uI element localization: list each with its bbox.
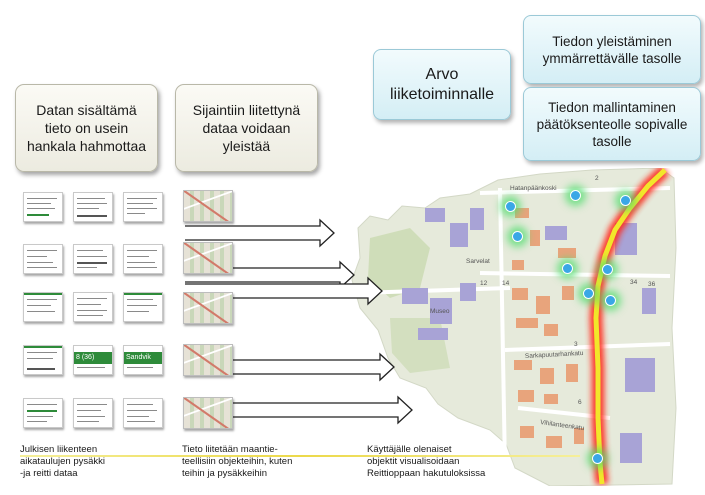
flow-arrow xyxy=(185,218,335,248)
map-label-street2: Sarkapuutarhankatu xyxy=(525,350,584,360)
timetable-thumbnail xyxy=(123,398,163,428)
map-label-street1: Hatanpäänkoski xyxy=(510,185,557,192)
caption-transit-data: Julkisen liikenteen aikataulujen pysäkki… xyxy=(20,444,106,479)
stop-name-tag: Sandvik xyxy=(124,352,162,364)
box-generalize-text: Tiedon yleistäminen ymmärrettävälle taso… xyxy=(542,33,682,66)
timetable-thumbnail xyxy=(23,244,63,274)
box-data-hard-to-perceive: Datan sisältämä tieto on usein hankala h… xyxy=(15,84,158,172)
map-stop-marker xyxy=(505,201,516,212)
timetable-thumbnail xyxy=(123,244,163,274)
map-stop-marker xyxy=(592,453,603,464)
box-business-value-text: Arvo liiketoiminnalle xyxy=(389,65,495,103)
box-location-data: Sijaintiin liitettynä dataa voidaan ylei… xyxy=(175,84,318,172)
map-thumbnail xyxy=(183,190,233,222)
box-location-text: Sijaintiin liitettynä dataa voidaan ylei… xyxy=(192,102,301,154)
map-green-area xyxy=(368,228,430,298)
caption-linking: Tieto liitetään maantie- teellisiin obje… xyxy=(182,444,293,479)
map-stop-marker xyxy=(570,190,581,201)
box-modeling-text: Tiedon mallintaminen päätöksenteolle sop… xyxy=(536,99,688,149)
map-label-num1: 12 xyxy=(480,280,488,287)
map-stop-marker xyxy=(562,263,573,274)
map-buildings-orange xyxy=(512,208,584,448)
map-stop-marker xyxy=(512,231,523,242)
timetable-thumbnail xyxy=(23,192,63,222)
map-thumbnail xyxy=(183,292,233,324)
box-modeling: Tiedon mallintaminen päätöksenteolle sop… xyxy=(523,87,701,161)
timetable-thumbnail xyxy=(123,192,163,222)
map-label-place2: Museo xyxy=(430,308,450,315)
timetable-thumbnail xyxy=(73,398,113,428)
map-label-num2: 14 xyxy=(502,280,510,287)
map-thumbnail xyxy=(183,242,233,274)
map-stop-marker xyxy=(620,195,631,206)
flow-arrow xyxy=(185,352,395,382)
map-stop-marker xyxy=(583,288,594,299)
stop-tag: 8 (36) xyxy=(74,352,112,364)
caption-visualize: Käyttäjälle olenaiset objektit visualiso… xyxy=(367,444,486,479)
map-label-num3: 36 xyxy=(648,281,656,288)
box-data-hard-text: Datan sisältämä tieto on usein hankala h… xyxy=(26,102,147,154)
map-thumbnail xyxy=(183,344,233,376)
timetable-thumbnail xyxy=(73,244,113,274)
map-label-num4: 34 xyxy=(630,279,638,286)
route-map: Hatanpäänkoski Sarkapuutarhankatu Vihila… xyxy=(351,168,677,486)
map-label-num6: 3 xyxy=(574,341,578,348)
box-business-value: Arvo liiketoiminnalle xyxy=(373,49,511,120)
bottom-divider xyxy=(20,455,580,457)
flow-arrow xyxy=(185,395,413,425)
timetable-thumbnail xyxy=(23,345,63,375)
timetable-thumbnail: 8 (36) xyxy=(73,345,113,375)
timetable-thumbnail xyxy=(73,292,113,322)
flow-arrow xyxy=(185,276,383,306)
timetable-thumbnail: Sandvik xyxy=(123,345,163,375)
timetable-thumbnail xyxy=(73,192,113,222)
map-label-num5: 2 xyxy=(595,175,599,182)
timetable-thumbnail xyxy=(123,292,163,322)
box-generalize: Tiedon yleistäminen ymmärrettävälle taso… xyxy=(523,15,701,84)
timetable-thumbnail xyxy=(23,398,63,428)
timetable-thumbnail xyxy=(23,292,63,322)
route-line xyxy=(593,168,667,485)
map-label-place1: Sarvelat xyxy=(466,258,490,265)
map-stop-marker xyxy=(605,295,616,306)
map-stop-marker xyxy=(602,264,613,275)
map-thumbnail xyxy=(183,397,233,429)
map-buildings-purple xyxy=(402,208,656,463)
map-label-num7: 6 xyxy=(578,399,582,406)
